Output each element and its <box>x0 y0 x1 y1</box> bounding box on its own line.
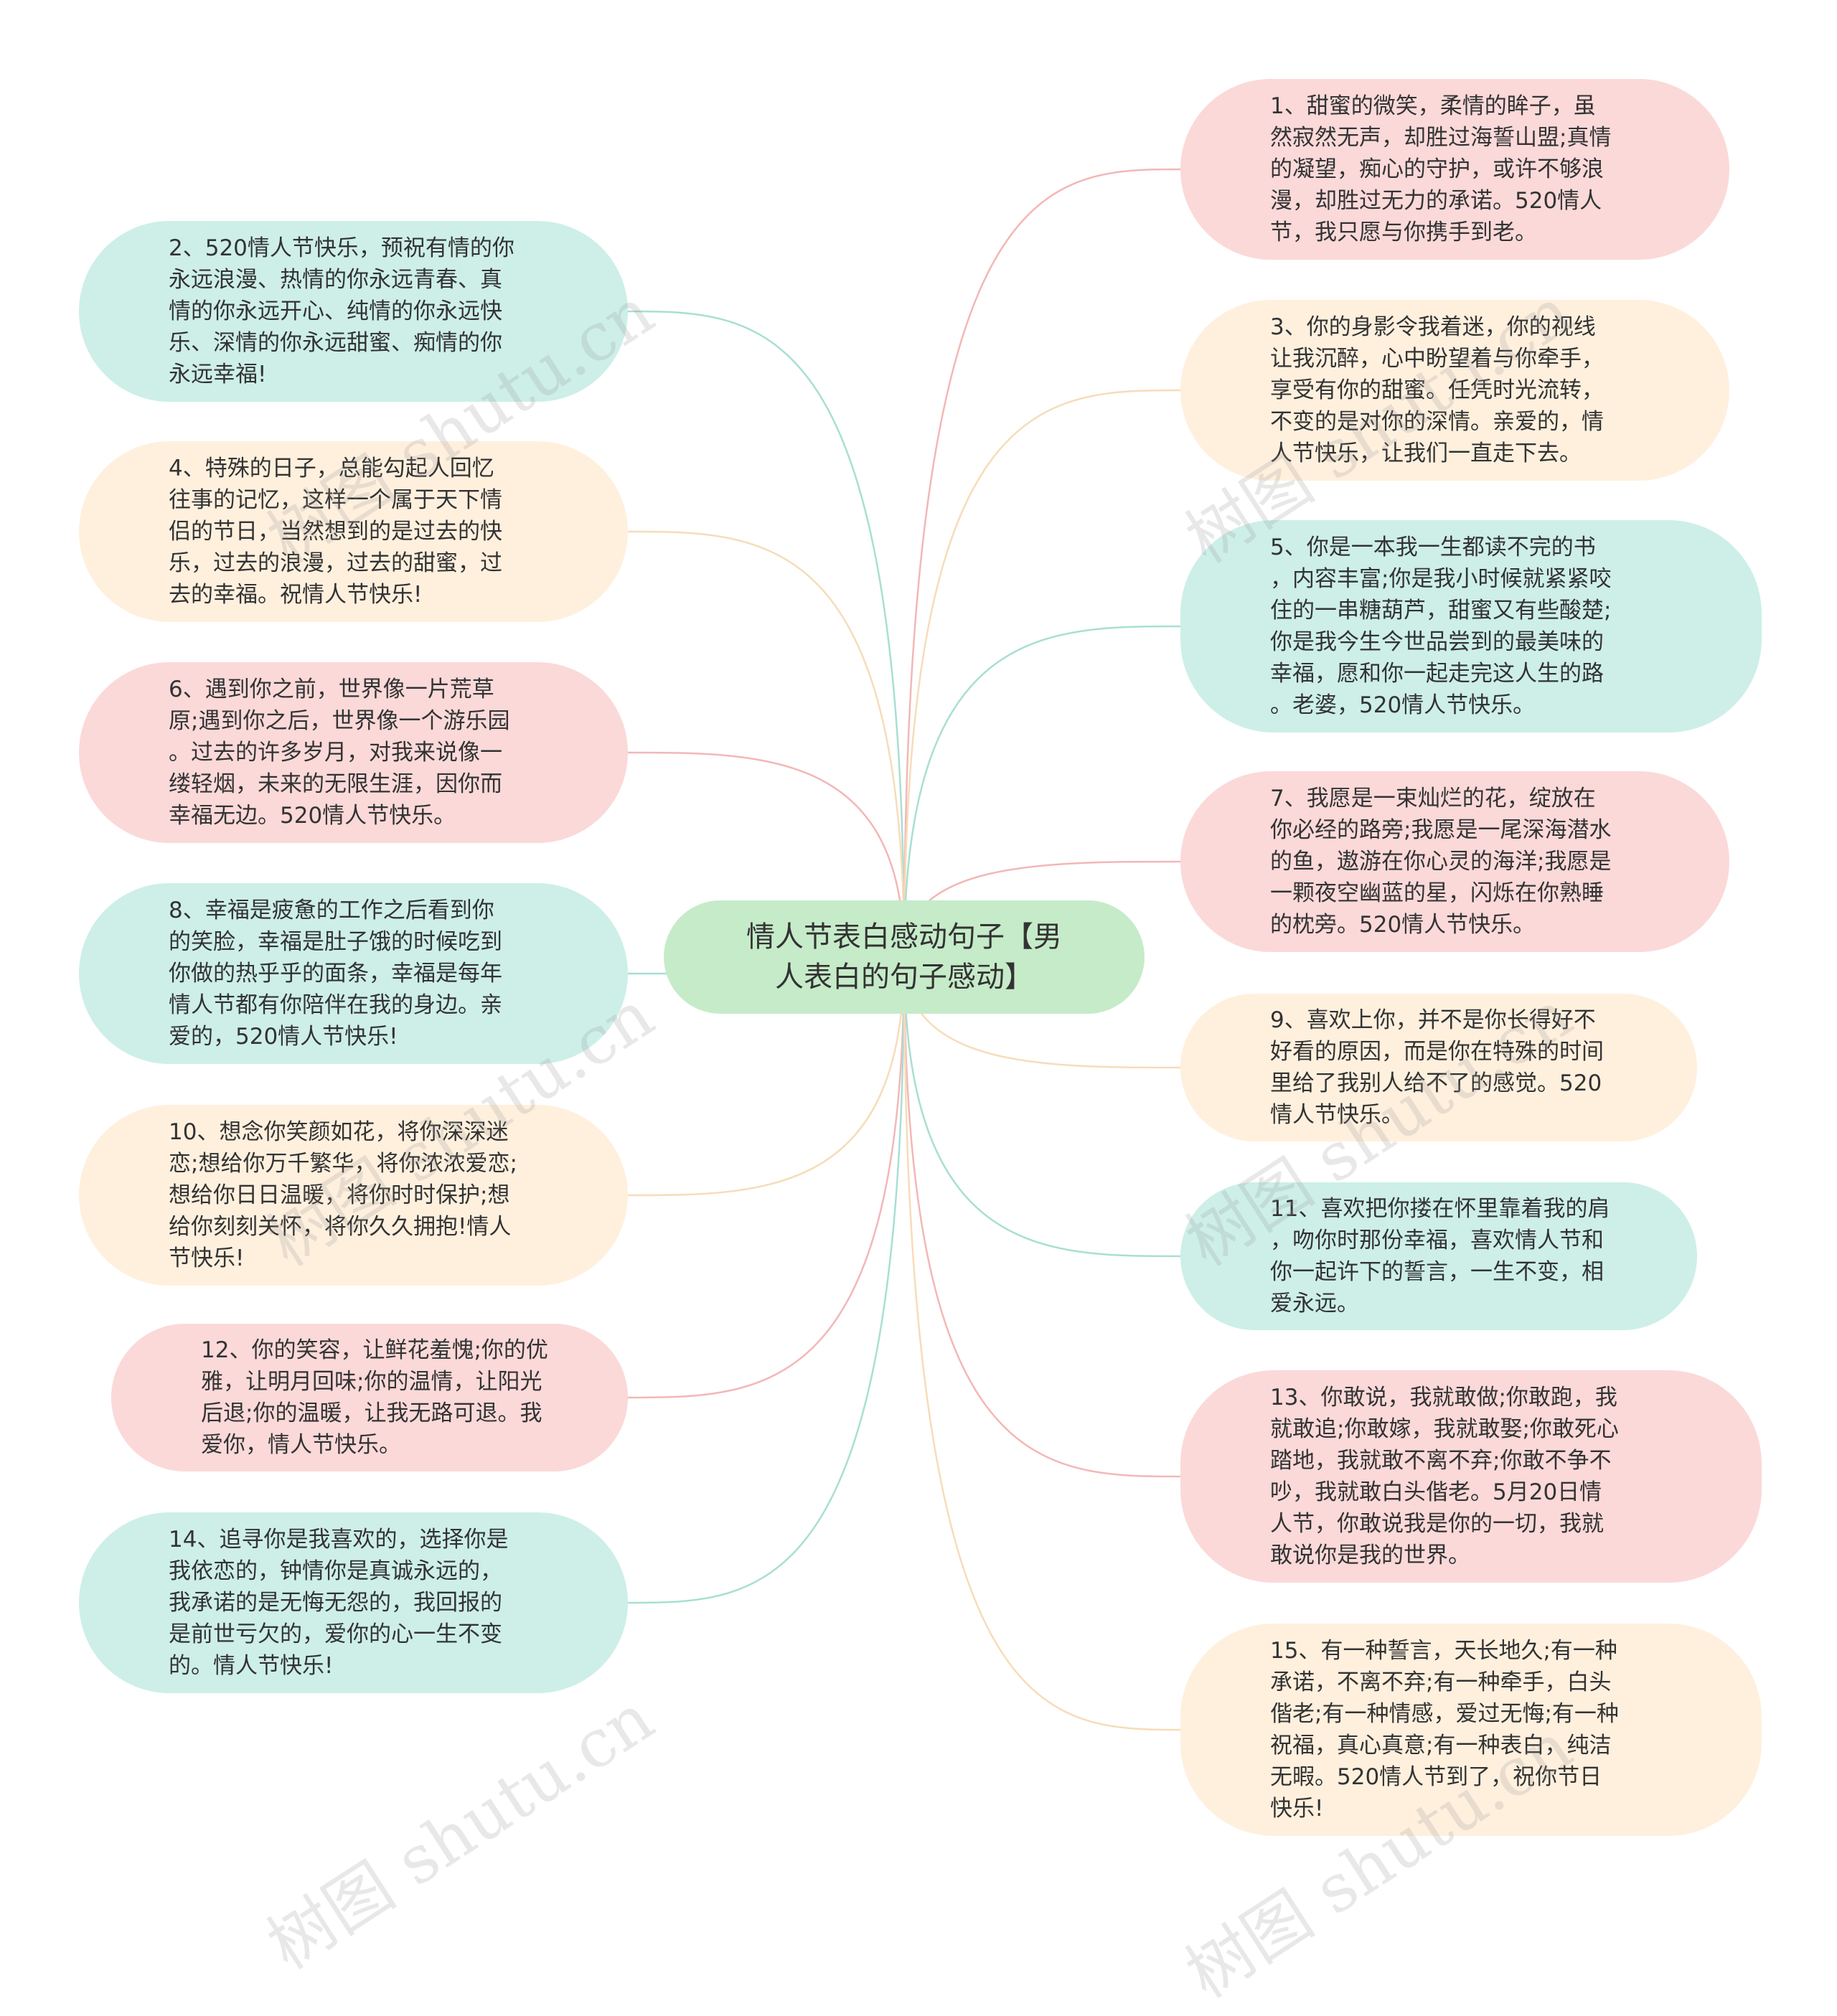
topic-text: 7、我愿是一束灿烂的花，绽放在 你必经的路旁;我愿是一尾深海潜水 的鱼，遨游在你… <box>1270 786 1612 938</box>
topic-text: 12、你的笑容，让鲜花羞愧;你的优 雅，让明月回味;你的温情，让阳光 后退;你的… <box>201 1337 548 1458</box>
topic-text: 14、追寻你是我喜欢的，选择你是 我依恋的，钟情你是真诚永远的， 我承诺的是无悔… <box>169 1527 509 1679</box>
left-topic-node[interactable]: 12、你的笑容，让鲜花羞愧;你的优 雅，让明月回味;你的温情，让阳光 后退;你的… <box>111 1324 628 1471</box>
central-topic-label: 情人节表白感动句子【男 人表白的句子感动】 <box>746 920 1062 994</box>
topic-text: 1、甜蜜的微笑，柔情的眸子，虽 然寂然无声，却胜过海誓山盟;真情 的凝望，痴心的… <box>1270 93 1612 245</box>
right-topic-node[interactable]: 15、有一种誓言，天长地久;有一种 承诺，不离不弃;有一种牵手，白头 偕老;有一… <box>1180 1624 1762 1836</box>
right-topic-node[interactable]: 3、你的身影令我着迷，你的视线 让我沉醉，心中盼望着与你牵手， 享受有你的甜蜜。… <box>1180 300 1729 481</box>
topic-text: 8、幸福是疲惫的工作之后看到你 的笑脸，幸福是肚子饿的时候吃到 你做的热乎乎的面… <box>169 898 502 1050</box>
topic-text: 2、520情人节快乐，预祝有情的你 永远浪漫、热情的你永远青春、真 情的你永远开… <box>169 235 515 387</box>
right-topic-node[interactable]: 13、你敢说，我就敢做;你敢跑，我 就敢追;你敢嫁，我就敢娶;你敢死心 踏地，我… <box>1180 1370 1762 1583</box>
connector-line <box>627 751 906 958</box>
connector-line <box>903 956 1181 1258</box>
central-topic[interactable]: 情人节表白感动句子【男 人表白的句子感动】 <box>664 900 1145 1014</box>
connector-line <box>903 389 1181 958</box>
topic-text: 5、你是一本我一生都读不完的书 ，内容丰富;你是我小时候就紧紧咬 住的一串糖葫芦… <box>1270 534 1612 718</box>
connector-line <box>903 956 1181 1731</box>
right-topic-node[interactable]: 11、喜欢把你搂在怀里靠着我的肩 ，吻你时那份幸福，喜欢情人节和 你一起许下的誓… <box>1180 1182 1697 1330</box>
topic-text: 4、特殊的日子，总能勾起人回忆 往事的记忆，这样一个属于天下情 侣的节日，当然想… <box>169 456 502 608</box>
connector-line <box>903 956 1181 1478</box>
topic-text: 11、喜欢把你搂在怀里靠着我的肩 ，吻你时那份幸福，喜欢情人节和 你一起许下的誓… <box>1270 1196 1610 1316</box>
topic-text: 9、喜欢上你，并不是你长得好不 好看的原因，而是你在特殊的时间 里给了我别人给不… <box>1270 1007 1604 1128</box>
right-topic-node[interactable]: 5、你是一本我一生都读不完的书 ，内容丰富;你是我小时候就紧紧咬 住的一串糖葫芦… <box>1180 520 1762 733</box>
connector-line <box>903 625 1181 958</box>
connector-line <box>627 310 906 958</box>
connector-line <box>903 168 1181 958</box>
left-topic-node[interactable]: 14、追寻你是我喜欢的，选择你是 我依恋的，钟情你是真诚永远的， 我承诺的是无悔… <box>79 1512 628 1693</box>
right-topic-node[interactable]: 1、甜蜜的微笑，柔情的眸子，虽 然寂然无声，却胜过海誓山盟;真情 的凝望，痴心的… <box>1180 79 1729 260</box>
connector-line <box>627 530 906 958</box>
topic-text: 15、有一种誓言，天长地久;有一种 承诺，不离不弃;有一种牵手，白头 偕老;有一… <box>1270 1638 1619 1822</box>
left-topic-node[interactable]: 2、520情人节快乐，预祝有情的你 永远浪漫、热情的你永远青春、真 情的你永远开… <box>79 221 628 402</box>
left-topic-node[interactable]: 4、特殊的日子，总能勾起人回忆 往事的记忆，这样一个属于天下情 侣的节日，当然想… <box>79 441 628 622</box>
connector-line <box>627 956 906 1399</box>
topic-text: 3、你的身影令我着迷，你的视线 让我沉醉，心中盼望着与你牵手， 享受有你的甜蜜。… <box>1270 314 1604 466</box>
left-topic-node[interactable]: 8、幸福是疲惫的工作之后看到你 的笑脸，幸福是肚子饿的时候吃到 你做的热乎乎的面… <box>79 883 628 1064</box>
topic-text: 6、遇到你之前，世界像一片荒草 原;遇到你之后，世界像一个游乐园 。过去的许多岁… <box>169 677 510 829</box>
topic-text: 10、想念你笑颜如花，将你深深迷 恋;想给你万千繁华，将你浓浓爱恋; 想给你日日… <box>169 1119 517 1271</box>
left-topic-node[interactable]: 10、想念你笑颜如花，将你深深迷 恋;想给你万千繁华，将你浓浓爱恋; 想给你日日… <box>79 1105 628 1286</box>
right-topic-node[interactable]: 9、喜欢上你，并不是你长得好不 好看的原因，而是你在特殊的时间 里给了我别人给不… <box>1180 994 1697 1141</box>
right-topic-node[interactable]: 7、我愿是一束灿烂的花，绽放在 你必经的路旁;我愿是一尾深海潜水 的鱼，遨游在你… <box>1180 771 1729 952</box>
connector-line <box>627 956 906 1604</box>
left-topic-node[interactable]: 6、遇到你之前，世界像一片荒草 原;遇到你之后，世界像一个游乐园 。过去的许多岁… <box>79 662 628 843</box>
connector-line <box>627 956 906 1197</box>
topic-text: 13、你敢说，我就敢做;你敢跑，我 就敢追;你敢嫁，我就敢娶;你敢死心 踏地，我… <box>1270 1385 1619 1568</box>
